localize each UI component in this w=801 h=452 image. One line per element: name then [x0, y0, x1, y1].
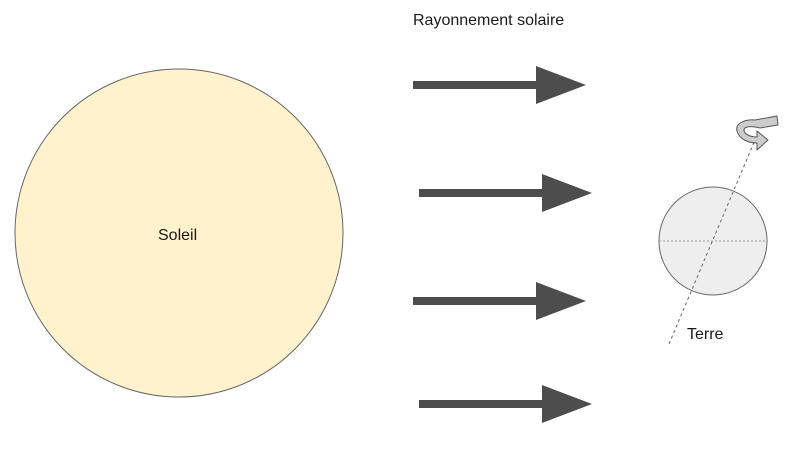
radiation-arrow-1	[413, 66, 586, 104]
sun-label: Soleil	[158, 227, 198, 244]
radiation-label: Rayonnement solaire	[413, 12, 565, 29]
radiation-arrow-4	[419, 385, 592, 423]
sun-circle	[14, 68, 344, 398]
radiation-arrow-3	[413, 282, 586, 320]
earth-label: Terre	[687, 326, 724, 343]
earth-rotation-axis	[668, 139, 756, 345]
radiation-arrow-2	[419, 174, 592, 212]
rotation-arrow-icon	[736, 115, 779, 151]
